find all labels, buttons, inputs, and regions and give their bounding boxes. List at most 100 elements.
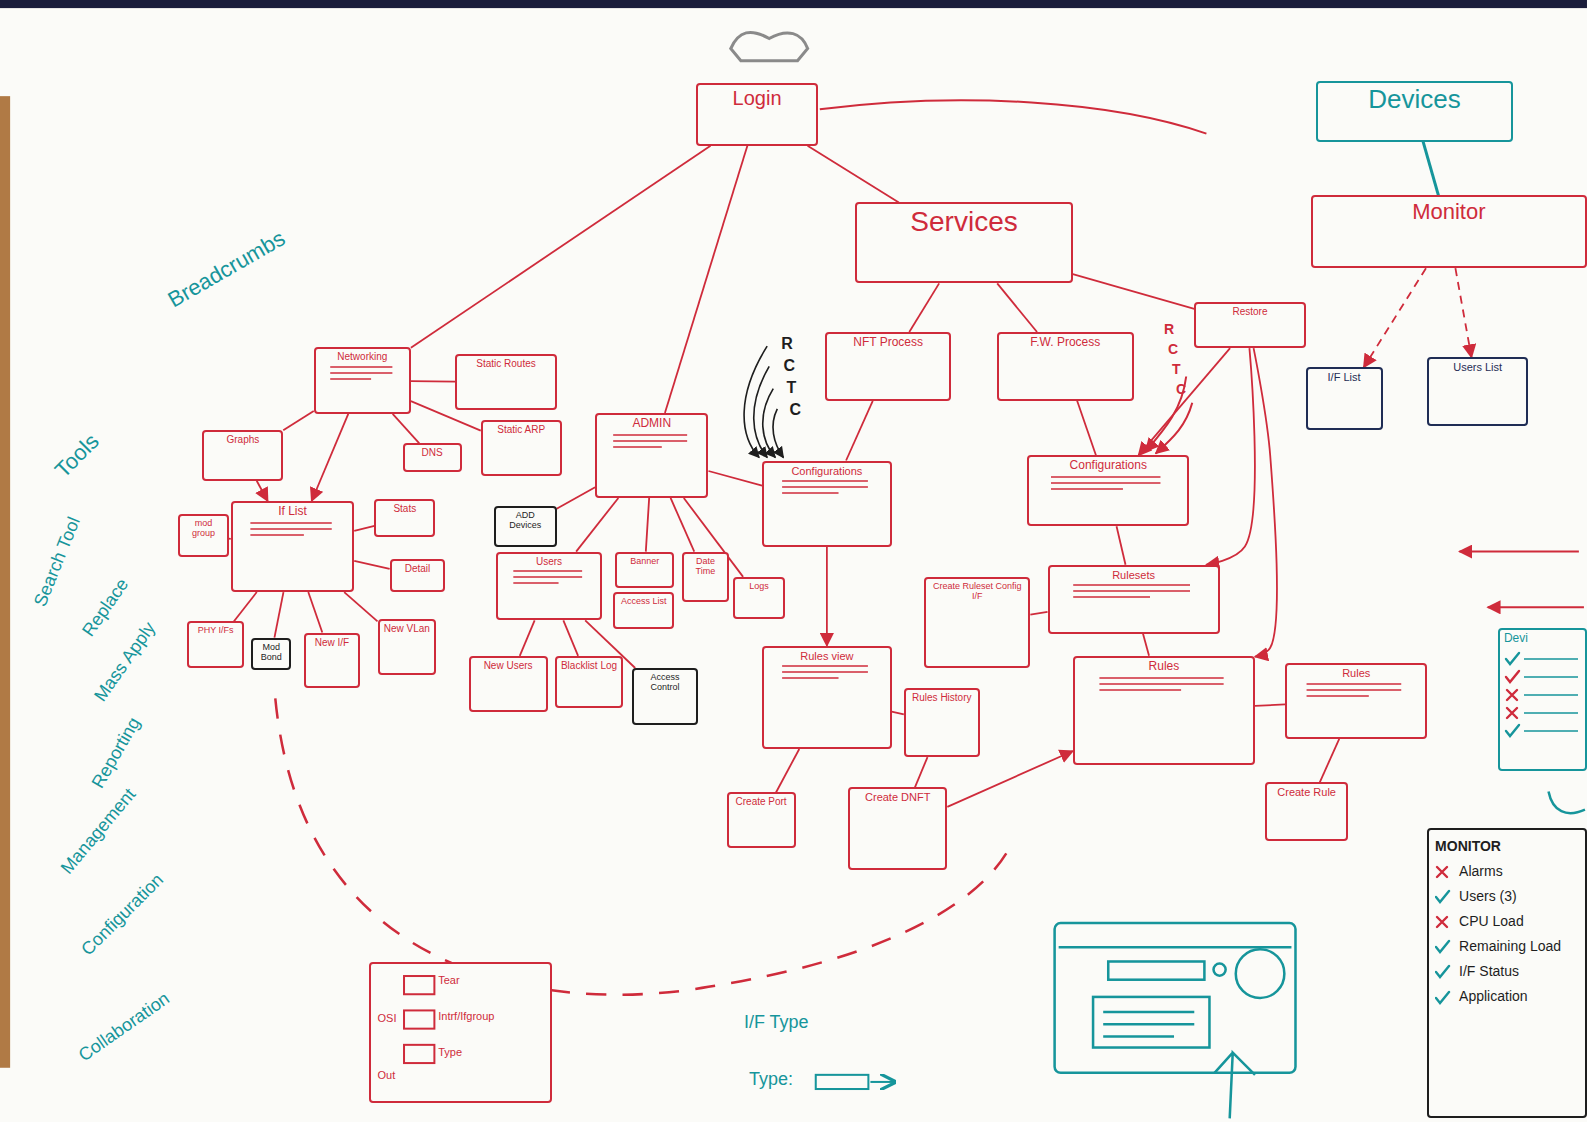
check-mark	[1436, 966, 1449, 977]
page-box: Stats	[374, 499, 435, 537]
handwritten-note: Management	[57, 785, 140, 878]
connector	[1320, 739, 1339, 783]
check-mark	[1436, 992, 1449, 1003]
status-mark	[1435, 914, 1451, 930]
status-mark	[1435, 939, 1451, 955]
content-line	[1099, 677, 1223, 679]
connector	[1255, 704, 1285, 706]
box-title: I/F List	[1312, 371, 1377, 384]
box-title: F.W. Process	[1003, 336, 1128, 350]
box-title: Rules History	[910, 692, 974, 704]
checklist-panel: MONITORAlarmsUsers (3)CPU LoadRemaining …	[1427, 828, 1587, 1118]
page-box: If List	[231, 501, 354, 592]
check-mark	[1506, 725, 1519, 736]
page-box: Blacklist Log	[555, 656, 624, 709]
connector	[520, 620, 535, 655]
content-line	[1073, 597, 1150, 599]
connector	[1206, 348, 1255, 565]
flow-letter: T	[786, 379, 796, 397]
page-box: Mod Bond	[251, 638, 291, 670]
box-title: ADD Devices	[500, 510, 551, 531]
connector	[646, 498, 649, 552]
cross-mark	[1437, 867, 1447, 877]
box-text: Out	[377, 1069, 395, 1082]
box-title: If List	[237, 505, 348, 519]
box-title: New Users	[475, 660, 542, 672]
content-line	[782, 486, 868, 488]
connector	[1254, 348, 1277, 657]
box-title: New I/F	[310, 637, 355, 649]
content-line	[1073, 585, 1190, 587]
box-title: NFT Process	[831, 336, 946, 350]
box-title: Users	[502, 556, 596, 568]
connector	[1423, 142, 1438, 196]
box-title: PHY I/Fs	[193, 625, 238, 635]
wireframe-sketch	[1055, 923, 1296, 1118]
content-line	[613, 446, 662, 448]
box-title: New VLan	[384, 623, 431, 635]
field-rect	[404, 1010, 434, 1028]
page-box: Services	[855, 202, 1073, 283]
page-box: Static ARP	[481, 420, 562, 476]
content-line	[250, 522, 331, 524]
content-line	[1524, 730, 1578, 732]
connector	[274, 592, 283, 638]
page-box: Create DNFT	[848, 787, 947, 870]
page-box: ADMIN	[595, 413, 708, 498]
handwritten-note: Collaboration	[75, 989, 173, 1066]
page-box: Graphs	[202, 430, 283, 481]
content-line	[513, 576, 582, 578]
connector	[665, 146, 747, 413]
page-box: F.W. Process	[997, 332, 1134, 401]
box-title: Access Control	[638, 672, 693, 693]
content-line	[1099, 689, 1181, 691]
box-title: DNS	[409, 447, 456, 459]
handwritten-note: Reporting	[89, 714, 145, 791]
box-text: OSI	[377, 1012, 396, 1025]
page-box: Access List	[613, 592, 674, 628]
box-title: MONITOR	[1435, 838, 1579, 854]
box-title: Users List	[1433, 361, 1522, 374]
connector	[892, 712, 904, 715]
content-line	[1099, 683, 1223, 685]
connector	[947, 751, 1073, 807]
connector	[393, 414, 420, 443]
content-line	[330, 378, 371, 380]
flow-letter: C	[783, 357, 795, 375]
flow-letter: C	[1168, 342, 1178, 357]
content-lines	[320, 363, 405, 383]
box-title: Rules	[1291, 667, 1421, 680]
flow-letter: C	[789, 401, 801, 419]
box-title: Restore	[1200, 306, 1299, 318]
connector	[563, 620, 578, 655]
box-title: Create Rule	[1271, 786, 1342, 799]
content-line	[1524, 694, 1578, 696]
page-box: PHY I/Fs	[187, 621, 244, 668]
page-box: Configurations	[1027, 455, 1189, 526]
box-title: Create DNFT	[854, 791, 941, 804]
status-mark	[1435, 864, 1451, 880]
wireframe-fields	[402, 974, 463, 1095]
box-title: Date Time	[688, 556, 723, 577]
connector	[411, 146, 711, 348]
box-text: Intrf/Ifgroup	[438, 1010, 494, 1023]
box-title: Stats	[380, 503, 429, 515]
box-title: Rulesets	[1054, 569, 1214, 582]
dashed-connector	[1455, 268, 1471, 357]
connector	[776, 749, 799, 793]
handwritten-note: Breadcrumbs	[164, 227, 289, 313]
content-line	[782, 672, 868, 674]
box-title: Configurations	[768, 465, 886, 478]
content-line	[613, 434, 687, 436]
check-mark	[1506, 653, 1519, 664]
status-mark	[1435, 990, 1451, 1006]
connector	[708, 471, 762, 486]
field-label: I/F Type	[744, 1013, 809, 1033]
box-title: Static ARP	[487, 424, 556, 436]
flow-letter: R	[781, 335, 793, 353]
box-title: Access List	[619, 596, 668, 606]
connector	[826, 547, 828, 646]
page-box: Restore	[1194, 302, 1305, 349]
content-line	[330, 372, 392, 374]
connector	[234, 592, 257, 621]
